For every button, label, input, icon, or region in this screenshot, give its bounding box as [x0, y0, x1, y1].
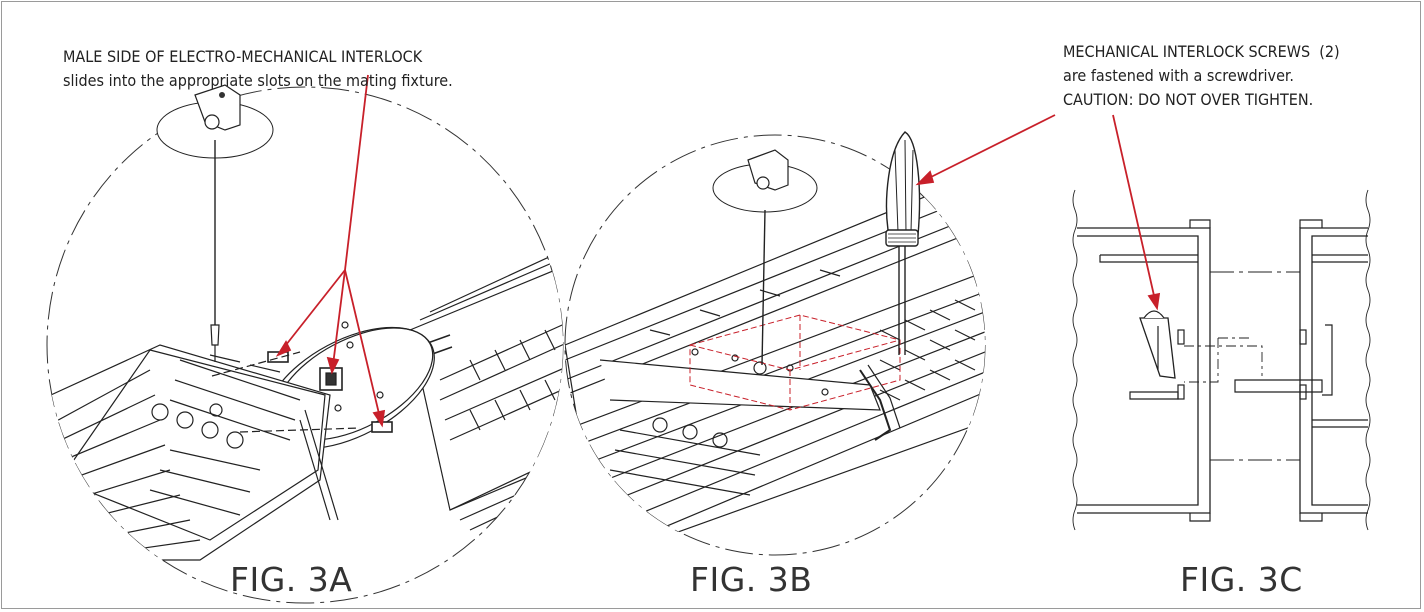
- fig-3b-drawing: [564, 114, 1056, 556]
- break-line-left: [1072, 189, 1078, 531]
- callout-screws: MECHANICAL INTERLOCK SCREWS (2) are fast…: [1063, 40, 1340, 112]
- fig-3c-drawing: [1072, 114, 1371, 531]
- screw-leader-b: [915, 114, 1056, 186]
- callout-interlock: MALE SIDE OF ELECTRO-MECHANICAL INTERLOC…: [63, 45, 453, 93]
- callout-screws-line-1: MECHANICAL INTERLOCK SCREWS (2): [1063, 42, 1340, 61]
- callout-interlock-line-2: slides into the appropriate slots on the…: [63, 71, 453, 90]
- figure-label-3b: FIG. 3B: [690, 560, 813, 599]
- callout-interlock-line-1: MALE SIDE OF ELECTRO-MECHANICAL INTERLOC…: [63, 47, 423, 66]
- callout-screws-line-2: are fastened with a screwdriver.: [1063, 66, 1294, 85]
- fig-3a-drawing: [46, 74, 564, 604]
- screw-location-box: [689, 314, 901, 411]
- break-line-right: [1365, 189, 1371, 531]
- screw-leader-c: [1112, 114, 1161, 311]
- figure-label-3a: FIG. 3A: [230, 560, 353, 599]
- interlock-leaders: [275, 74, 386, 428]
- screwdriver: [885, 131, 921, 355]
- figure-label-3c: FIG. 3C: [1180, 560, 1303, 599]
- slot-upper: [267, 351, 289, 363]
- male-pin: [210, 324, 220, 346]
- callout-screws-line-3: CAUTION: DO NOT OVER TIGHTEN.: [1063, 90, 1314, 109]
